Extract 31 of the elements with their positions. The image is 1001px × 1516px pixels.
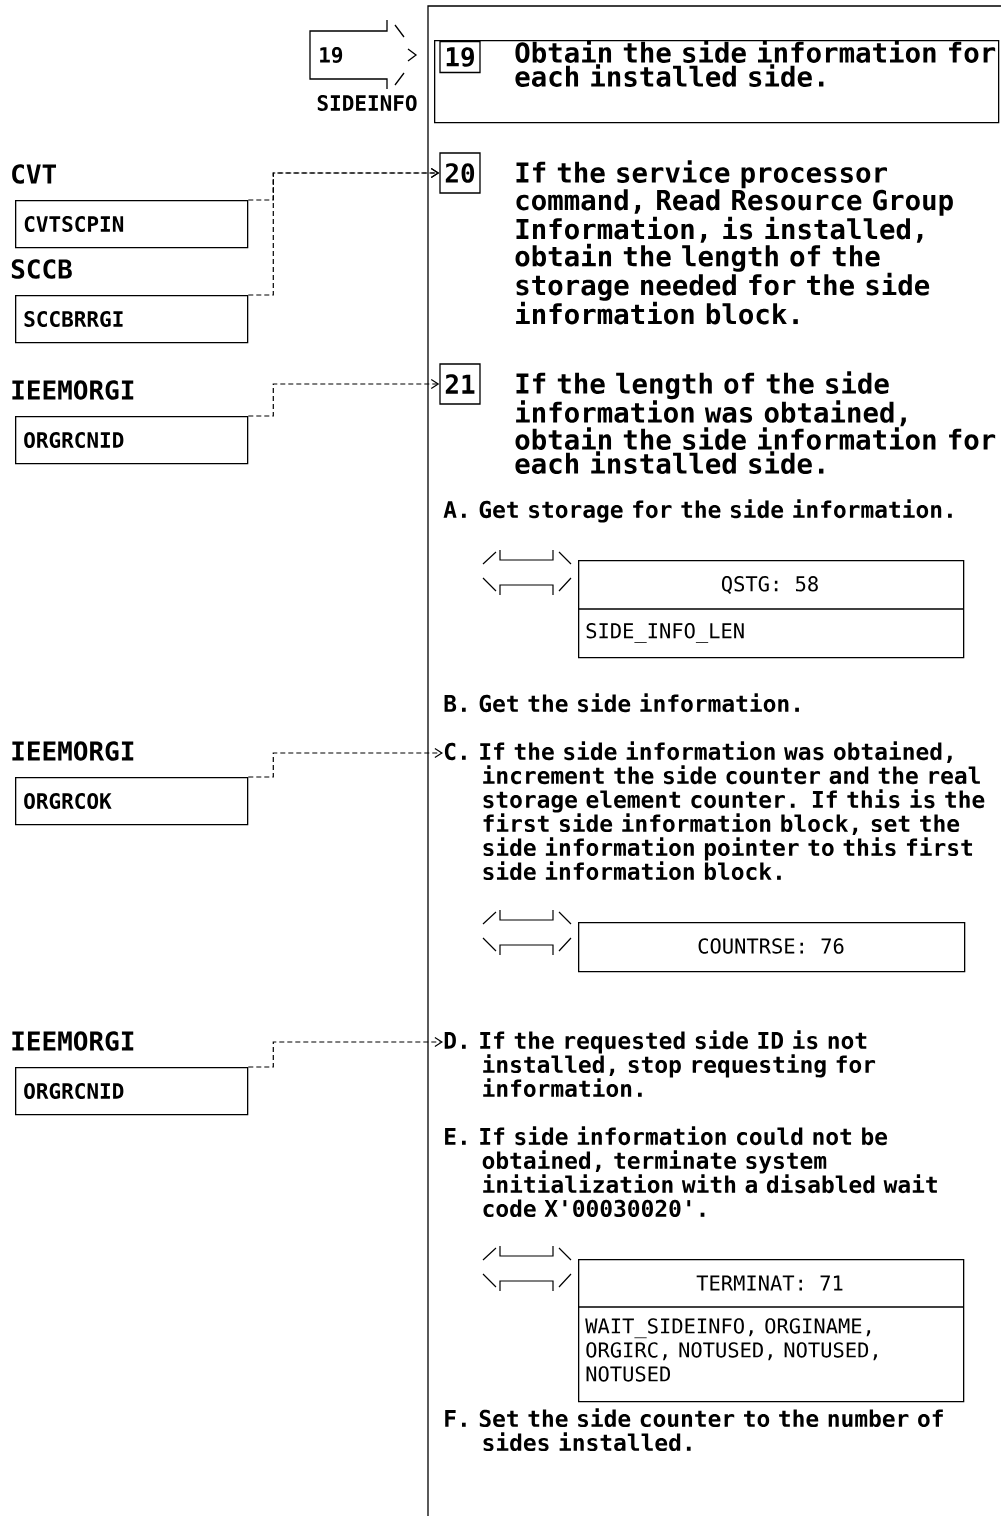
step-text: C. If the side information was obtained, increment the side counter and the real storage element counter. If this is the first side information block, set the side information pointer to this first side information block. (444, 741, 985, 881)
arrow (247, 167, 440, 296)
field-heading: IEEMORGI (12, 741, 134, 761)
field-heading: CVT (12, 164, 56, 184)
call-box: TERMINAT: 71 WAIT_SIDEINFO, ORGINAME, ORGIRC, NOTUSED, NOTUSED, NOTUSED (577, 1259, 965, 1403)
field-box: CVTSCPIN (15, 200, 249, 249)
field-box: ORGRCOK (15, 777, 249, 826)
step-text: E. If side information could not be obtained, terminate system initialization with a disabled wait code X'00030020'. (445, 1126, 937, 1218)
offpage-connector: 19 (309, 19, 418, 90)
step-text: If the service processor command, Read Resource Group Information, is installed, obtain the length of the storage needed for the side information block. (515, 160, 953, 325)
step-number-box: 20 (439, 152, 481, 194)
call-box: COUNTRSE: 76 (578, 922, 966, 973)
step-number-box: 21 (439, 363, 481, 405)
arrow (247, 378, 440, 417)
step-text: A. Get storage for the side information. (443, 499, 952, 523)
field-box: ORGRCNID (15, 1067, 249, 1116)
step-text: D. If the requested side ID is not installed, stop requesting for information. (444, 1030, 876, 1098)
call-box: QSTG: 58 SIDE_INFO_LEN (577, 560, 965, 659)
connector-label: SIDEINFO (317, 95, 417, 111)
step-text: If the length of the side information was obtained, obtain the side information for each installed side. (515, 371, 996, 474)
field-box: ORGRCNID (15, 416, 249, 465)
arrow (247, 747, 443, 778)
arrow (247, 1036, 443, 1068)
step-box (434, 40, 1000, 124)
field-box: SCCBRRGI (15, 295, 249, 344)
step-number-box: 19 (439, 40, 481, 74)
field-heading: IEEMORGI (12, 380, 134, 400)
step-text: Obtain the side information for each installed side. (515, 40, 996, 87)
field-heading: IEEMORGI (12, 1031, 134, 1051)
step-text: B. Get the side information. (444, 693, 799, 713)
field-heading: SCCB (11, 259, 72, 279)
